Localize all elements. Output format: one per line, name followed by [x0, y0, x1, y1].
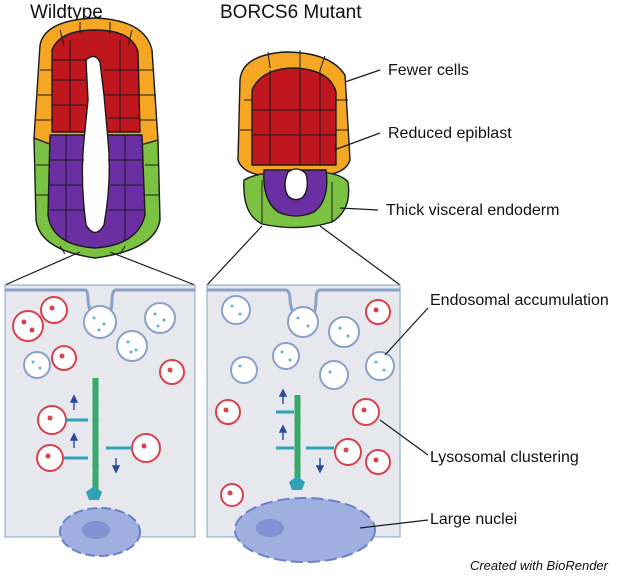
up-arrow-icon	[69, 394, 79, 448]
fewer-cells-label: Fewer cells	[388, 62, 469, 79]
lysosomal-clustering-label: Lysosomal clustering	[430, 449, 579, 466]
mutant-title: BORCS6 Mutant	[220, 2, 362, 23]
wildtype-motor	[86, 486, 102, 500]
mutant-microtubule	[294, 395, 301, 482]
up-arrow-icon	[278, 388, 288, 440]
thick-visceral-endoderm-label: Thick visceral endoderm	[386, 202, 559, 219]
zoom-lines	[4, 225, 401, 286]
biorender-credit: Created with BioRender	[470, 558, 609, 573]
mutant-cell-panel	[206, 284, 401, 563]
down-arrow-icon	[111, 458, 121, 474]
mutant-lysosomes	[215, 299, 391, 507]
mutant-nucleus	[234, 497, 376, 563]
down-arrow-icon	[315, 458, 325, 474]
wildtype-title: Wildtype	[30, 2, 103, 23]
endosomal-accumulation-label: Endosomal accumulation	[430, 292, 609, 309]
wildtype-cell-panel	[4, 284, 196, 557]
wildtype-endosomes	[23, 302, 176, 379]
wildtype-lysosomes	[12, 296, 185, 472]
cell-callout-lines	[359, 307, 429, 529]
mutant-endosomes	[221, 295, 395, 390]
reduced-epiblast-label: Reduced epiblast	[388, 125, 512, 142]
mutant-embryo	[237, 50, 351, 229]
mutant-motor	[289, 476, 305, 490]
embryo-callout-lines	[333, 69, 381, 211]
large-nuclei-label: Large nuclei	[430, 511, 517, 528]
wildtype-embryo	[33, 17, 161, 259]
